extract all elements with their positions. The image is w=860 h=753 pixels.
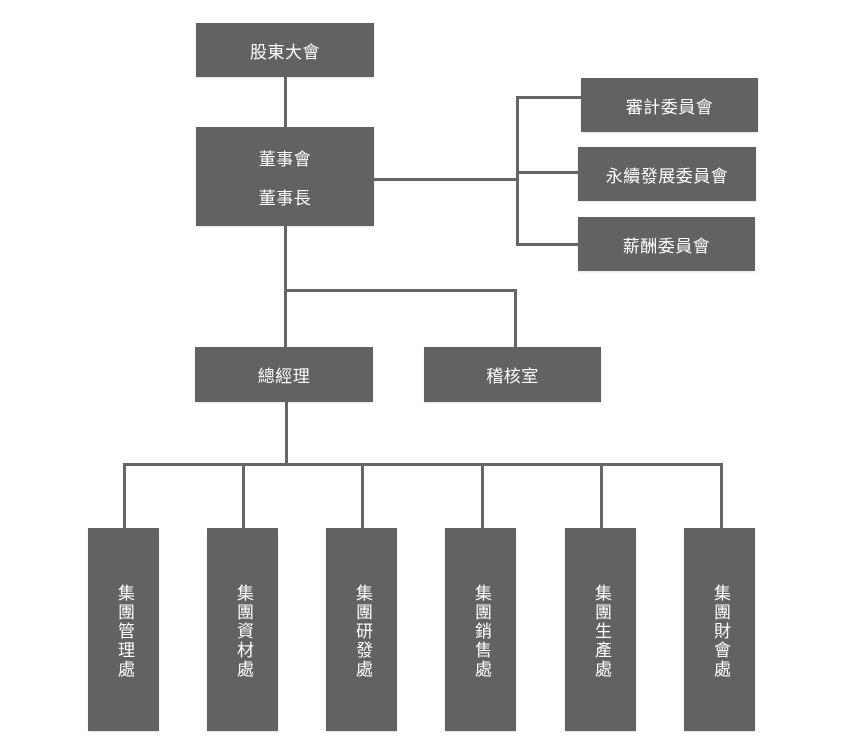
committee-audit-label: 審計委員會 xyxy=(625,97,714,118)
connector-board-audit-office xyxy=(284,289,517,292)
audit-office-label: 稽核室 xyxy=(486,367,539,387)
connector-dept-4 xyxy=(481,463,484,529)
audit-office-box: 稽核室 xyxy=(424,347,601,402)
department-box-2: 集團資材處 xyxy=(207,528,278,731)
department-label-6: 集團財會處 xyxy=(710,584,730,679)
department-label-4: 集團銷售處 xyxy=(471,584,491,679)
connector-dept-5 xyxy=(600,463,603,529)
department-box-5: 集團生產處 xyxy=(565,528,636,731)
committee-sustainability-label: 永續發展委員會 xyxy=(605,166,729,187)
shareholders-box: 股東大會 xyxy=(196,23,374,77)
connector-departments-bus xyxy=(123,463,723,466)
connector-board-committees xyxy=(373,178,519,181)
board-label: 董事會 xyxy=(258,149,312,170)
connector-dept-2 xyxy=(242,463,245,529)
shareholders-label: 股東大會 xyxy=(250,42,320,63)
general-manager-label: 總經理 xyxy=(257,367,311,387)
connector-dept-6 xyxy=(720,463,723,529)
connector-committee-sustainability xyxy=(516,171,580,174)
connector-committee-compensation xyxy=(516,243,580,246)
department-label-2: 集團資材處 xyxy=(233,584,253,679)
chairman-label: 董事長 xyxy=(258,188,312,209)
connector-board-gm xyxy=(284,225,287,349)
general-manager-box: 總經理 xyxy=(195,347,373,402)
connector-shareholders-board xyxy=(284,76,287,128)
connector-dept-3 xyxy=(361,463,364,529)
committee-sustainability-box: 永續發展委員會 xyxy=(578,147,756,201)
connector-gm-departments xyxy=(285,401,288,465)
board-box: 董事會 董事長 xyxy=(196,127,374,226)
committee-compensation-box: 薪酬委員會 xyxy=(578,217,755,271)
department-box-6: 集團財會處 xyxy=(684,528,755,731)
department-label-3: 集團研發處 xyxy=(352,584,372,679)
connector-dept-1 xyxy=(123,463,126,529)
committee-compensation-label: 薪酬委員會 xyxy=(622,236,711,257)
committee-audit-box: 審計委員會 xyxy=(581,78,758,132)
connector-audit-office-drop xyxy=(514,289,517,349)
department-label-5: 集團生產處 xyxy=(591,584,611,679)
department-box-3: 集團研發處 xyxy=(326,528,397,731)
department-label-1: 集團管理處 xyxy=(114,584,134,679)
department-box-4: 集團銷售處 xyxy=(445,528,516,731)
connector-committee-audit xyxy=(516,96,582,99)
department-box-1: 集團管理處 xyxy=(88,528,159,731)
